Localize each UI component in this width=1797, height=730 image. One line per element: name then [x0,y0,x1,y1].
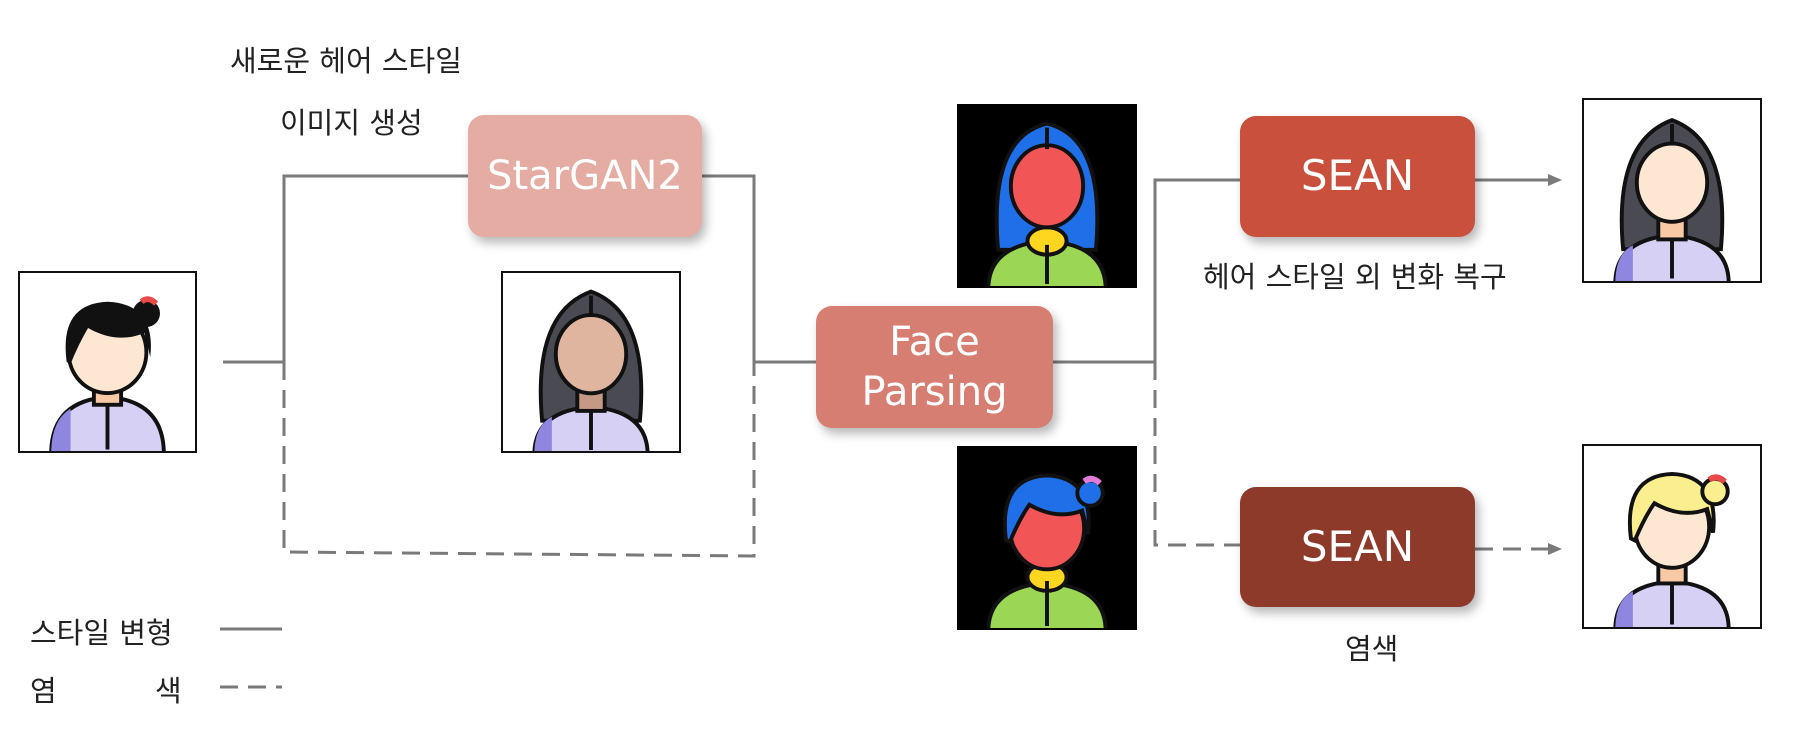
new-style-label-line1: 새로운 헤어 스타일 [230,44,462,78]
stargan-label: StarGAN2 [487,153,683,199]
person-long-dark-hair-restored-icon [1613,118,1731,281]
face-parsing-label: Face Parsing [861,319,1008,415]
output-portrait-bottom [1582,444,1762,629]
segmentation-map-bottom [957,446,1137,630]
restore-label: 헤어 스타일 외 변화 복구 [1203,260,1507,294]
sean-top-node: SEAN [1240,116,1475,237]
input-portrait [18,271,197,453]
face-parsing-node: Face Parsing [816,306,1053,428]
segmentation-map-top [957,104,1137,288]
legend-dye-char1: 염 [30,674,57,708]
person-long-dark-hair-icon [532,289,650,451]
legend-dye-char2: 색 [155,674,182,708]
new-style-label-line2: 이미지 생성 [280,106,423,140]
solid-connectors [223,174,1548,364]
output-portrait-top [1582,98,1762,283]
arrow-head-top [1548,174,1562,186]
person-blonde-bun-icon [1613,471,1731,627]
segmentation-bun-hair-icon [986,473,1108,628]
dashed-connectors [282,362,1548,558]
arrow-head-bottom [1548,543,1562,555]
segmentation-long-hair-icon [986,121,1108,286]
dye-label: 염색 [1345,632,1399,666]
legend-style-transform-label: 스타일 변형 [30,616,173,650]
person-black-hair-bun-icon [49,296,166,451]
stargan-output-portrait [501,271,681,453]
sean-bottom-label: SEAN [1300,521,1415,571]
stargan-node: StarGAN2 [468,115,702,237]
sean-top-label: SEAN [1300,151,1415,201]
sean-bottom-node: SEAN [1240,487,1475,607]
